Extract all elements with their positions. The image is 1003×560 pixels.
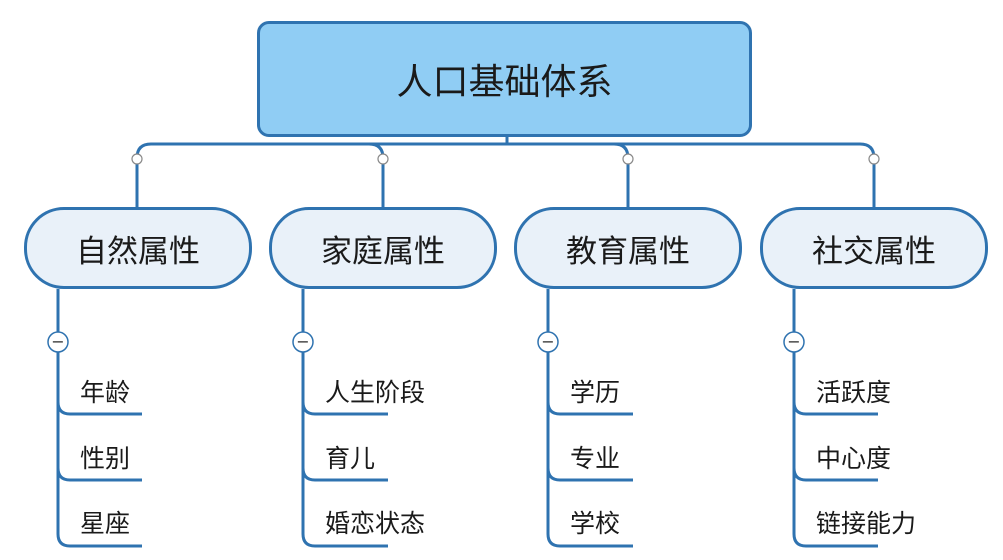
topic-social-attributes[interactable]: 社交属性	[760, 207, 988, 289]
branch-knob-icon	[622, 153, 634, 165]
root-topic[interactable]: 人口基础体系	[257, 21, 752, 137]
minus-icon: −	[296, 332, 309, 351]
topic-education-attributes[interactable]: 教育属性	[514, 207, 742, 289]
subtopic[interactable]: 人生阶段	[325, 378, 426, 407]
topic-label: 教育属性	[566, 233, 690, 270]
subtopic[interactable]: 年龄	[80, 378, 131, 407]
leaf-underline	[546, 467, 633, 482]
subtopic[interactable]: 中心度	[816, 444, 892, 473]
leaf-underline	[792, 401, 878, 416]
subtopic[interactable]: 学历	[570, 378, 621, 407]
minus-icon: −	[541, 332, 554, 351]
subtopic[interactable]: 育儿	[325, 444, 376, 473]
connector-knobs: −−−−	[47, 153, 880, 353]
collapse-circle-icon	[537, 331, 559, 353]
subtopic[interactable]: 活跃度	[816, 378, 892, 407]
connector-lines	[56, 137, 878, 548]
topic-natural-attributes[interactable]: 自然属性	[24, 207, 252, 289]
subtopic[interactable]: 专业	[570, 444, 621, 473]
leaf-underline	[301, 533, 388, 548]
leaf-underline	[546, 401, 633, 416]
branch-knob-icon	[377, 153, 389, 165]
subtopic[interactable]: 链接能力	[816, 509, 917, 538]
collapse-button[interactable]: −	[47, 331, 69, 353]
branch-knob-icon	[131, 153, 143, 165]
leaf-underline	[792, 533, 878, 548]
root-topic-label: 人口基础体系	[396, 62, 613, 103]
subtopic[interactable]: 婚恋状态	[325, 509, 426, 538]
leaf-underline	[546, 533, 633, 548]
leaf-underline	[56, 533, 142, 548]
collapse-circle-icon	[292, 331, 314, 353]
collapse-circle-icon	[47, 331, 69, 353]
topic-label: 家庭属性	[321, 233, 445, 270]
branch-bar	[135, 142, 876, 159]
leaf-underline	[792, 467, 878, 482]
topic-label: 自然属性	[76, 233, 200, 270]
leaf-underline	[56, 401, 142, 416]
leaf-underline	[301, 401, 388, 416]
collapse-button[interactable]: −	[292, 331, 314, 353]
subtopic[interactable]: 学校	[570, 509, 621, 538]
topic-family-attributes[interactable]: 家庭属性	[269, 207, 497, 289]
minus-icon: −	[787, 332, 800, 351]
subtopic[interactable]: 性别	[80, 444, 131, 473]
topic-label: 社交属性	[812, 233, 936, 270]
collapse-circle-icon	[783, 331, 805, 353]
minus-icon: −	[51, 332, 64, 351]
leaf-underline	[301, 467, 388, 482]
collapse-button[interactable]: −	[537, 331, 559, 353]
subtopic[interactable]: 星座	[80, 509, 131, 538]
branch-knob-icon	[868, 153, 880, 165]
leaf-underline	[56, 467, 142, 482]
collapse-button[interactable]: −	[783, 331, 805, 353]
